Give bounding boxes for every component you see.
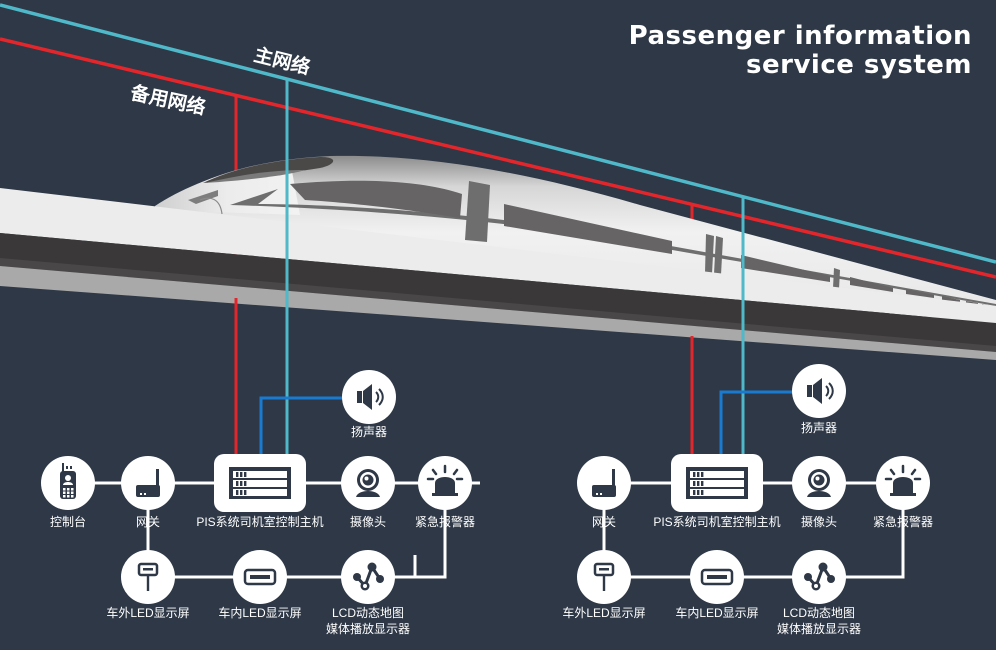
viaduct-deck <box>0 188 996 323</box>
camera-node <box>341 456 395 510</box>
inner-led-node <box>233 550 287 604</box>
router-icon <box>136 469 160 497</box>
main-network-trunk <box>0 3 996 264</box>
host-label: PIS系统司机室控制主机 <box>653 515 781 529</box>
router-icon <box>592 469 616 497</box>
train-door <box>705 234 714 274</box>
viaduct <box>0 188 996 360</box>
webcam-icon <box>356 469 380 497</box>
speaker-icon <box>357 384 384 410</box>
lcd-node <box>792 550 846 604</box>
lcd-label-line-1: LCD动态地图 <box>782 606 856 620</box>
lcd-label-line-2: 媒体播放显示器 <box>325 622 411 636</box>
title-line-2: service system <box>746 50 972 80</box>
lcd-label-line-2: 媒体播放显示器 <box>776 622 862 636</box>
outer-led-node <box>121 550 175 604</box>
siren-icon <box>884 464 922 496</box>
camera-node <box>792 456 846 510</box>
alarm-label: 紧急报警器 <box>872 515 934 529</box>
lcd-label: LCD动态地图 媒体播放显示器 <box>777 605 861 637</box>
speaker-label: 扬声器 <box>350 425 388 439</box>
camera-label: 摄像头 <box>349 515 387 529</box>
signboard-icon <box>593 562 615 591</box>
server-rack-icon <box>229 467 291 499</box>
led-panel-icon <box>700 568 734 586</box>
speaker-icon <box>807 378 834 404</box>
diagram-title: Passenger information service system <box>629 22 972 80</box>
siren-icon <box>426 464 464 496</box>
server-rack-icon <box>686 467 748 499</box>
walkie-talkie-icon <box>60 463 76 499</box>
train-windshield <box>203 157 334 183</box>
led-panel-icon <box>243 568 277 586</box>
outer-led-label: 车外LED显示屏 <box>562 606 646 620</box>
console-node <box>41 456 95 510</box>
inner-led-label: 车内LED显示屏 <box>675 606 759 620</box>
webcam-icon <box>807 469 831 497</box>
viaduct-dark-band <box>0 233 996 352</box>
train-door <box>465 181 490 242</box>
host-node <box>671 454 763 512</box>
train-window <box>290 180 462 218</box>
backup-network-trunk <box>0 37 996 279</box>
main-drop-lines <box>285 79 745 456</box>
signboard-icon <box>137 562 159 591</box>
train-window <box>741 255 830 282</box>
train-window <box>504 204 672 254</box>
speaker-node <box>792 364 846 418</box>
alarm-node <box>876 456 930 510</box>
gateway-node-circle <box>121 456 175 510</box>
share-nodes-icon <box>353 562 384 591</box>
lcd-label: LCD动态地图 媒体播放显示器 <box>326 605 410 637</box>
alarm-node <box>418 456 472 510</box>
viaduct-grey-band <box>0 266 996 360</box>
gateway-node <box>121 456 175 510</box>
outer-led-label: 车外LED显示屏 <box>106 606 190 620</box>
backup-drop-lines-lower <box>234 298 694 456</box>
console-label: 控制台 <box>49 515 87 529</box>
inner-led-node <box>690 550 744 604</box>
speaker-links <box>259 390 798 456</box>
train-window <box>906 289 934 298</box>
host-label: PIS系统司机室控制主机 <box>196 515 324 529</box>
lcd-label-line-1: LCD动态地图 <box>331 606 405 620</box>
share-nodes-icon <box>804 562 835 591</box>
headlight <box>188 190 218 204</box>
gateway-node-circle <box>577 456 631 510</box>
alarm-label: 紧急报警器 <box>414 515 476 529</box>
gateway-node <box>577 456 631 510</box>
inner-led-label: 车内LED显示屏 <box>218 606 302 620</box>
lcd-node <box>341 550 395 604</box>
speaker-node <box>342 370 396 424</box>
speaker-label: 扬声器 <box>800 421 838 435</box>
train-door <box>833 268 840 289</box>
host-node <box>214 454 306 512</box>
gateway-label: 网关 <box>591 515 617 529</box>
title-line-1: Passenger information <box>628 21 972 51</box>
viaduct-mid-band <box>0 258 996 352</box>
windshield-reflection <box>205 170 305 183</box>
train-window <box>850 277 893 292</box>
camera-label: 摄像头 <box>800 515 838 529</box>
outer-led-node <box>577 550 631 604</box>
gateway-label: 网关 <box>135 515 161 529</box>
train-door <box>714 236 723 275</box>
